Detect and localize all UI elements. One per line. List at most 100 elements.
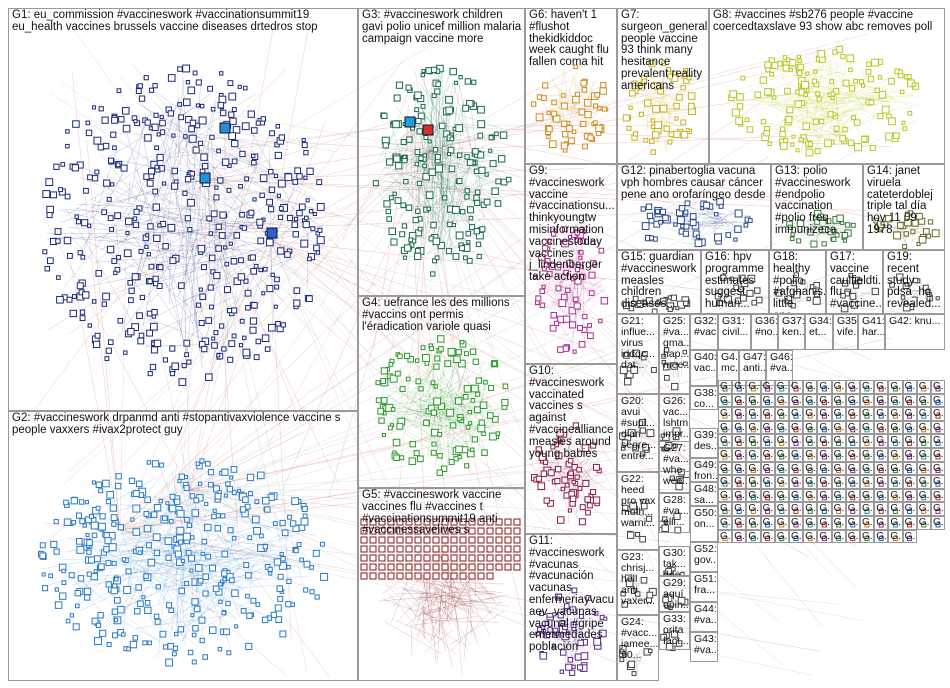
inter-group-edge — [204, 168, 585, 181]
group-box-g24: G24: #vacc... jamee... 90... — [617, 615, 659, 681]
small-group-label: G.. — [890, 435, 903, 447]
intra-group-edge — [557, 112, 599, 146]
inter-group-edge — [224, 129, 573, 399]
intra-group-edge — [91, 194, 97, 218]
small-group-cell: G.. — [845, 529, 860, 544]
intra-group-edge — [100, 153, 139, 201]
group-label: G22: heed pro vax moth... warni... — [621, 473, 659, 529]
small-group-cell: G.. — [803, 475, 818, 489]
intra-group-edge — [827, 73, 900, 106]
small-group-label: G.. — [720, 503, 733, 515]
small-group-label: G.. — [819, 530, 832, 542]
small-group-cell: G.. — [902, 516, 917, 530]
small-group-cell: G.. — [931, 393, 946, 408]
intra-group-edge — [182, 221, 279, 231]
intra-group-edge — [582, 487, 586, 507]
group-box-g3: G3: #vaccineswork children gavi polio un… — [358, 8, 525, 296]
intra-group-edge — [395, 413, 426, 416]
intra-group-edge — [396, 443, 446, 456]
group-box-g25: G25: #va... gma... hap... mee... — [659, 314, 690, 394]
small-group-cell: G.. — [860, 516, 875, 530]
intra-group-edge — [225, 212, 228, 353]
intra-group-edge — [80, 148, 117, 261]
inter-group-edge — [21, 179, 206, 428]
intra-group-edge — [666, 112, 681, 115]
group-box-g8: G8: #vaccines #sb276 people #vaccine coe… — [709, 8, 945, 164]
intra-group-edge — [452, 97, 465, 206]
intra-group-edge — [445, 183, 462, 250]
inter-group-edge — [429, 149, 511, 238]
small-group-cell: G.. — [888, 488, 903, 503]
small-group-label: G.. — [904, 421, 917, 433]
small-group-label: G.. — [847, 476, 860, 488]
small-group-label: G.. — [833, 530, 846, 542]
small-group-label: G.. — [876, 489, 889, 501]
inter-group-edge — [429, 149, 834, 578]
intra-group-edge — [238, 554, 269, 558]
intra-group-edge — [452, 82, 485, 196]
intra-group-edge — [662, 91, 688, 110]
small-group-cell: G.. — [831, 393, 846, 408]
intra-group-edge — [447, 102, 464, 125]
small-group-cell: G.. — [860, 448, 875, 462]
intra-group-edge — [413, 164, 470, 190]
small-group-label: G.. — [890, 476, 903, 488]
small-group-label: G.. — [720, 462, 733, 474]
small-group-cell: G.. — [774, 448, 789, 462]
small-group-label: G.. — [734, 503, 747, 515]
small-group-label: G.. — [833, 449, 846, 460]
small-group-cell: G.. — [718, 393, 733, 408]
intra-group-edge — [445, 110, 502, 129]
inter-group-edge — [429, 149, 884, 398]
small-group-cell: G.. — [732, 434, 747, 448]
small-group-label: G.. — [876, 381, 889, 392]
group-label: G32: #vac... — [694, 315, 717, 338]
intra-group-edge — [140, 518, 182, 540]
intra-group-edge — [803, 110, 846, 139]
intra-group-edge — [158, 121, 183, 225]
small-group-label: G.. — [791, 476, 804, 488]
inter-group-edge — [119, 75, 206, 181]
group-box-g31: G31: civil... — [718, 314, 751, 350]
small-group-label: G.. — [904, 462, 917, 474]
small-group-label: G.. — [791, 503, 804, 515]
small-group-cell: G.. — [774, 380, 789, 394]
inter-group-edge — [429, 149, 823, 627]
small-group-label: G.. — [720, 381, 733, 392]
intra-group-edge — [641, 94, 663, 99]
intra-group-edge — [831, 72, 872, 116]
intra-group-edge — [638, 93, 672, 112]
group-label: G42: knu... — [889, 315, 941, 327]
group-label: G38: co... — [694, 387, 717, 410]
small-group-label: G.. — [833, 408, 846, 420]
group-box-g27: G27: #va... who wee... — [659, 441, 690, 493]
intra-group-edge — [104, 578, 200, 648]
intra-group-edge — [188, 489, 209, 561]
small-group-cell: G.. — [860, 461, 875, 476]
intra-group-edge — [90, 215, 173, 272]
intra-group-edge — [409, 185, 473, 226]
intra-group-edge — [408, 367, 448, 431]
intra-group-edge — [575, 83, 577, 90]
small-group-label: G.. — [734, 394, 747, 406]
group-label: G47: anti... — [743, 351, 766, 374]
group-label: G9: #vaccineswork vaccine #vaccinationsu… — [529, 165, 615, 284]
intra-group-edge — [750, 98, 837, 119]
intra-group-edge — [79, 586, 132, 612]
group-box-g6: G6: haven't 1 #flushot thekidkiddoc week… — [525, 8, 617, 164]
group-box-g10: G10: #vaccineswork vaccinated vaccines s… — [525, 364, 617, 534]
small-group-label: G.. — [720, 408, 733, 420]
intra-group-edge — [547, 266, 554, 293]
small-group-label: G.. — [762, 394, 775, 406]
intra-group-edge — [803, 71, 842, 80]
intra-group-edge — [577, 435, 583, 466]
intra-group-edge — [191, 286, 200, 351]
intra-group-edge — [552, 88, 570, 133]
small-group-label: G.. — [862, 489, 875, 501]
intra-group-edge — [416, 71, 451, 202]
small-group-label: G.. — [904, 530, 917, 542]
intra-group-edge — [806, 62, 837, 73]
intra-group-edge — [127, 180, 131, 203]
small-group-label: G.. — [876, 394, 889, 406]
small-group-cell: G.. — [718, 448, 733, 462]
